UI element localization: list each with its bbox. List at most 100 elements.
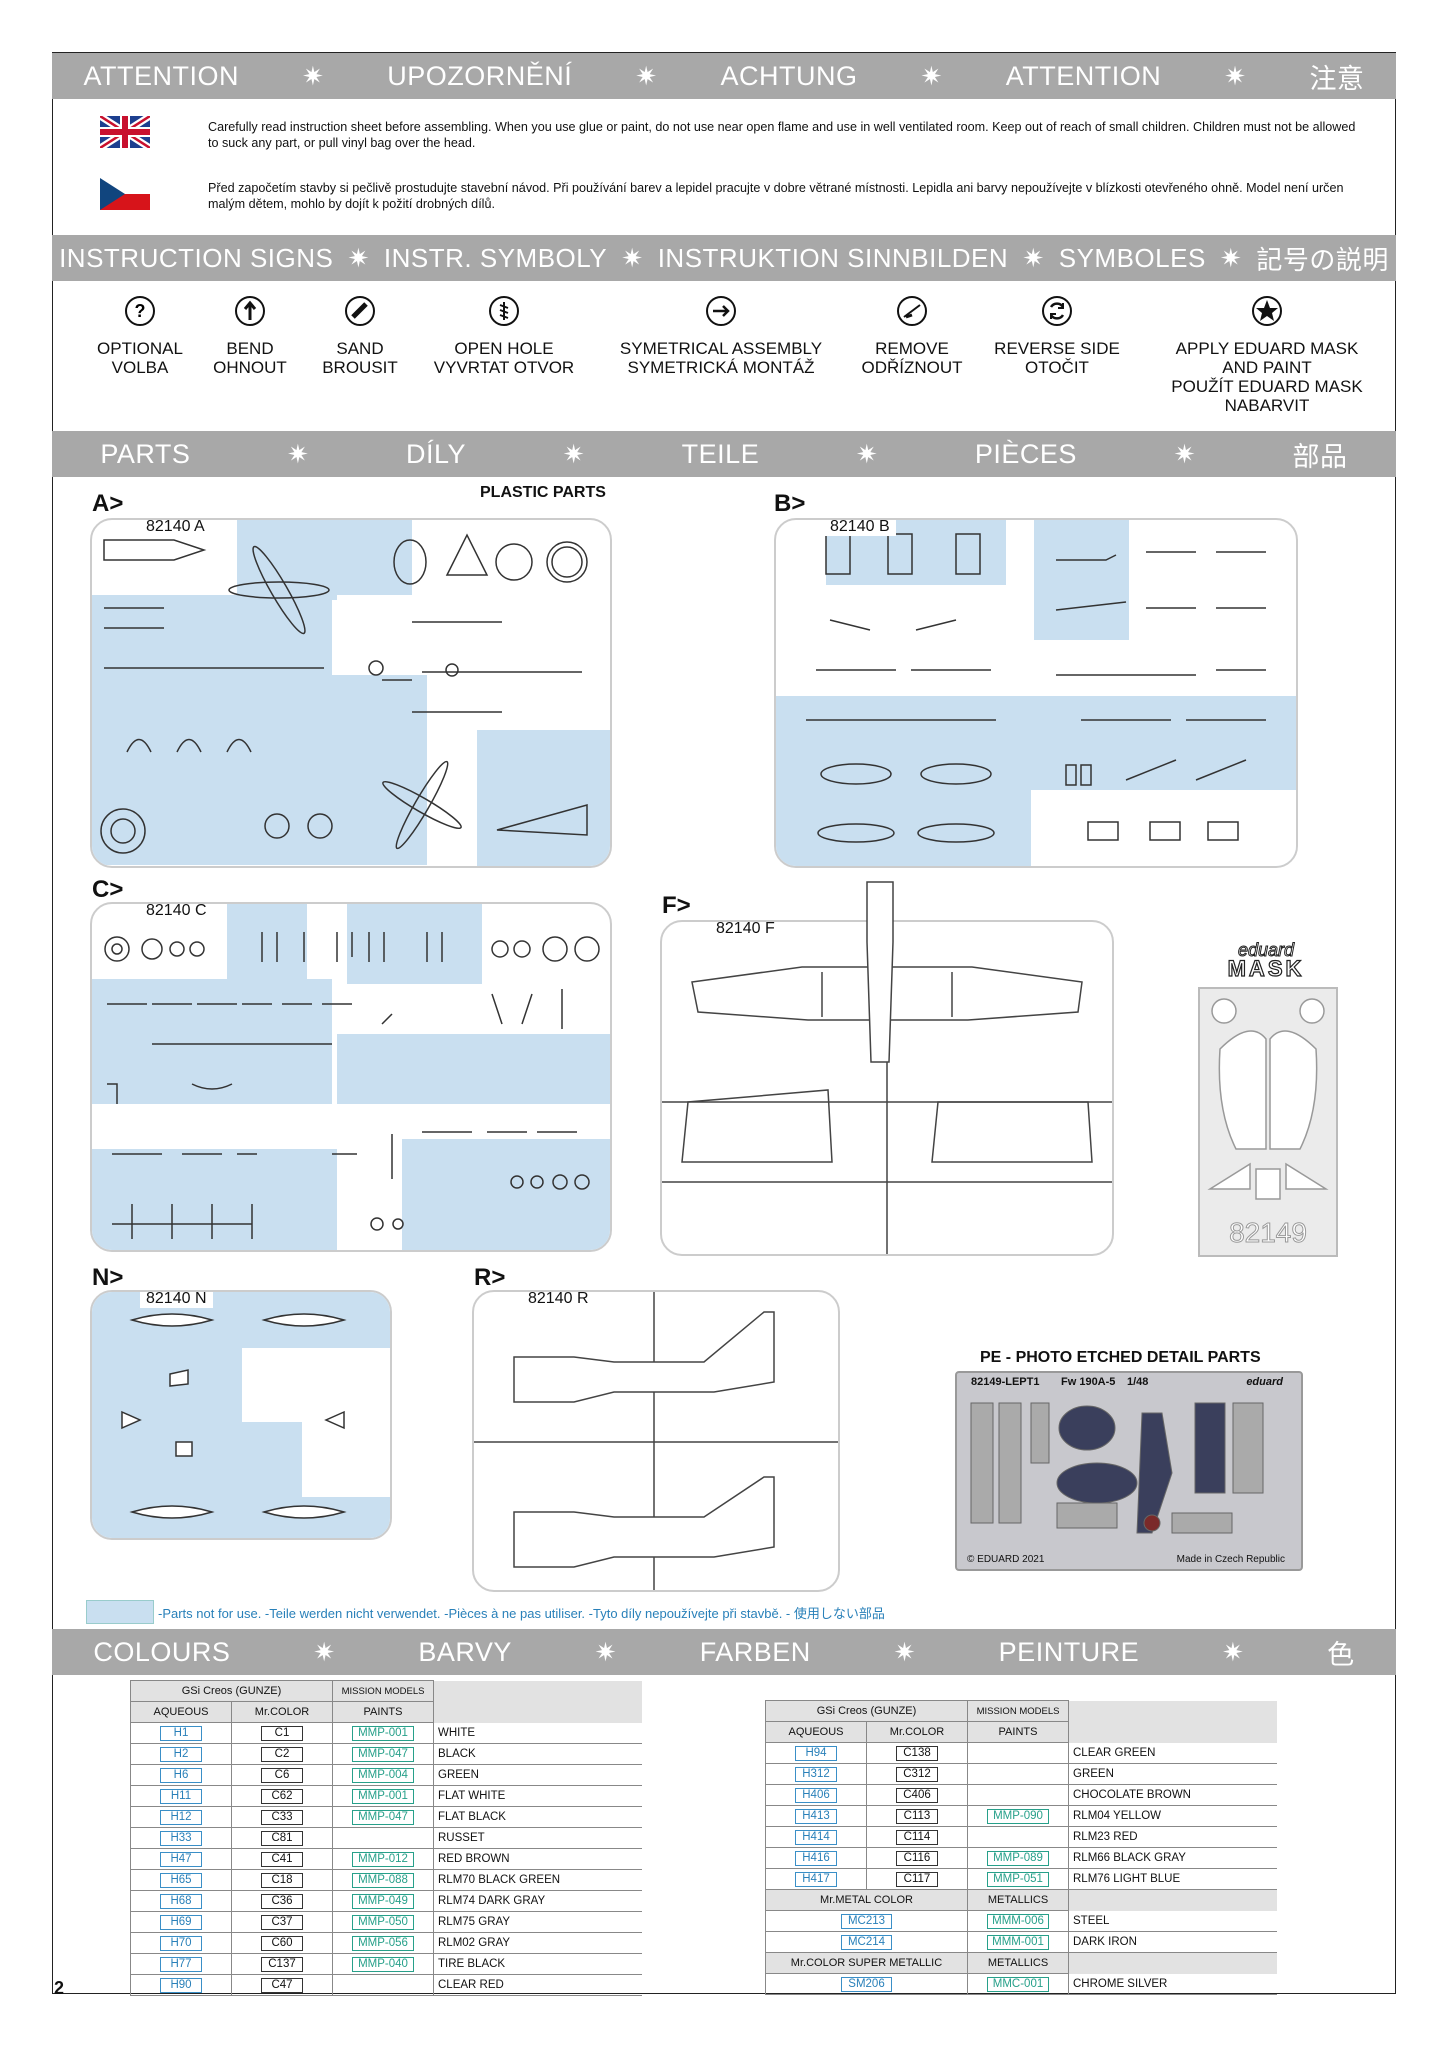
colour-name: CLEAR RED	[433, 1974, 642, 1996]
parts-word-0: PARTS	[100, 438, 191, 469]
mrcolor-code: C36	[231, 1890, 333, 1912]
mrcolor-code: C18	[231, 1869, 333, 1891]
star-separator-icon: ✷	[287, 438, 310, 469]
mrcolor-code: C113	[866, 1805, 968, 1827]
aqueous-code: H416	[765, 1847, 867, 1869]
sprue-b-parts	[806, 533, 1266, 843]
pe-copyright: © EDUARD 2021	[967, 1554, 1045, 1565]
mission-code	[967, 1784, 1069, 1806]
colour-name: RUSSET	[433, 1827, 642, 1849]
sprue-c: 82140 C	[90, 902, 612, 1252]
star-separator-icon: ✷	[594, 1636, 617, 1667]
question-icon: ?	[125, 296, 155, 326]
parts-word-4: 部品	[1292, 441, 1348, 472]
sprue-n-code: 82140 N	[140, 1292, 213, 1308]
mrcolor-code: C41	[231, 1848, 333, 1870]
reverse-icon	[1042, 296, 1072, 326]
signs-word-0: INSTRUCTION SIGNS	[59, 242, 334, 273]
blank	[1068, 1721, 1277, 1743]
pe-made-in: Made in Czech Republic	[1176, 1554, 1285, 1565]
mission-code: MMP-001	[332, 1722, 434, 1744]
colour-name: BLACK	[433, 1743, 642, 1765]
colour-name: FLAT BLACK	[433, 1806, 642, 1828]
mrcolor-header: Mr.COLOR	[231, 1701, 333, 1723]
mission-code	[967, 1742, 1069, 1764]
aqueous-code: H12	[130, 1806, 232, 1828]
star-separator-icon: ✷	[313, 1636, 336, 1667]
mission-code: MMP-047	[332, 1743, 434, 1765]
pe-scale: 1/48	[1127, 1376, 1149, 1388]
fuselage-top-part	[866, 881, 894, 1063]
metallics-header: METALLICS	[967, 1889, 1069, 1911]
mission-code	[967, 1826, 1069, 1848]
parts-band: PARTS✷DÍLY✷TEILE✷PIÈCES✷部品	[52, 431, 1396, 477]
pe-fret: 82149-LEPT1 Fw 190A-5 1/48 eduard © EDUA…	[955, 1371, 1303, 1571]
plastic-parts-title: PLASTIC PARTS	[480, 484, 606, 501]
colour-name: RLM70 BLACK GREEN	[433, 1869, 642, 1891]
aqueous-code: H77	[130, 1953, 232, 1975]
aqueous-code: H47	[130, 1848, 232, 1870]
gsi-header: GSi Creos (GUNZE)	[130, 1680, 333, 1702]
mission-code: MMP-012	[332, 1848, 434, 1870]
page-frame	[52, 52, 1396, 1994]
star-separator-icon: ✷	[1173, 438, 1196, 469]
attention-word-4: 注意	[1309, 63, 1365, 94]
sprue-a: 82140 A	[90, 518, 612, 868]
mask-number: 82149	[1229, 1217, 1308, 1249]
star-separator-icon: ✷	[347, 242, 370, 273]
svg-text:?: ?	[135, 301, 146, 321]
colour-name: CHROME SILVER	[1068, 1973, 1277, 1995]
mrcolor-code: C312	[866, 1763, 968, 1785]
mrcolor-code: C137	[231, 1953, 333, 1975]
mission-code: MMP-050	[332, 1911, 434, 1933]
colours-band: COLOURS✷BARVY✷FARBEN✷PEINTURE✷色	[52, 1629, 1396, 1675]
colour-name: GREEN	[433, 1764, 642, 1786]
mission-code: MMP-047	[332, 1806, 434, 1828]
mrcolor-code: C406	[866, 1784, 968, 1806]
mrcolor-code: C117	[866, 1868, 968, 1890]
sprue-a-code: 82140 A	[140, 520, 211, 536]
mrcolor-code: C47	[231, 1974, 333, 1996]
parts-word-3: PIÈCES	[974, 438, 1077, 469]
symmetry-icon	[706, 296, 736, 326]
sprue-a-parts	[100, 533, 588, 854]
colours-word-1: BARVY	[418, 1636, 512, 1667]
blank	[1068, 1889, 1277, 1911]
colour-name: DARK IRON	[1068, 1931, 1277, 1953]
blank	[433, 1680, 642, 1702]
star-separator-icon: ✷	[1022, 242, 1045, 273]
unused-parts-swatch	[86, 1600, 154, 1624]
aqueous-code: H6	[130, 1764, 232, 1786]
metallics-code: MMM-001	[967, 1931, 1069, 1953]
tree-a-label: A>	[92, 490, 124, 517]
paints-header: PAINTS	[332, 1701, 434, 1723]
colour-name: RLM23 RED	[1068, 1826, 1277, 1848]
colours-word-0: COLOURS	[93, 1636, 231, 1667]
colour-name: RLM02 GRAY	[433, 1932, 642, 1954]
tree-f-label: F>	[662, 892, 691, 919]
mrcolor-code: C81	[231, 1827, 333, 1849]
aqueous-code: H33	[130, 1827, 232, 1849]
sprue-b: 82140 B	[774, 518, 1298, 868]
colour-name: RLM75 GRAY	[433, 1911, 642, 1933]
sprue-f-parts	[662, 922, 1112, 1254]
